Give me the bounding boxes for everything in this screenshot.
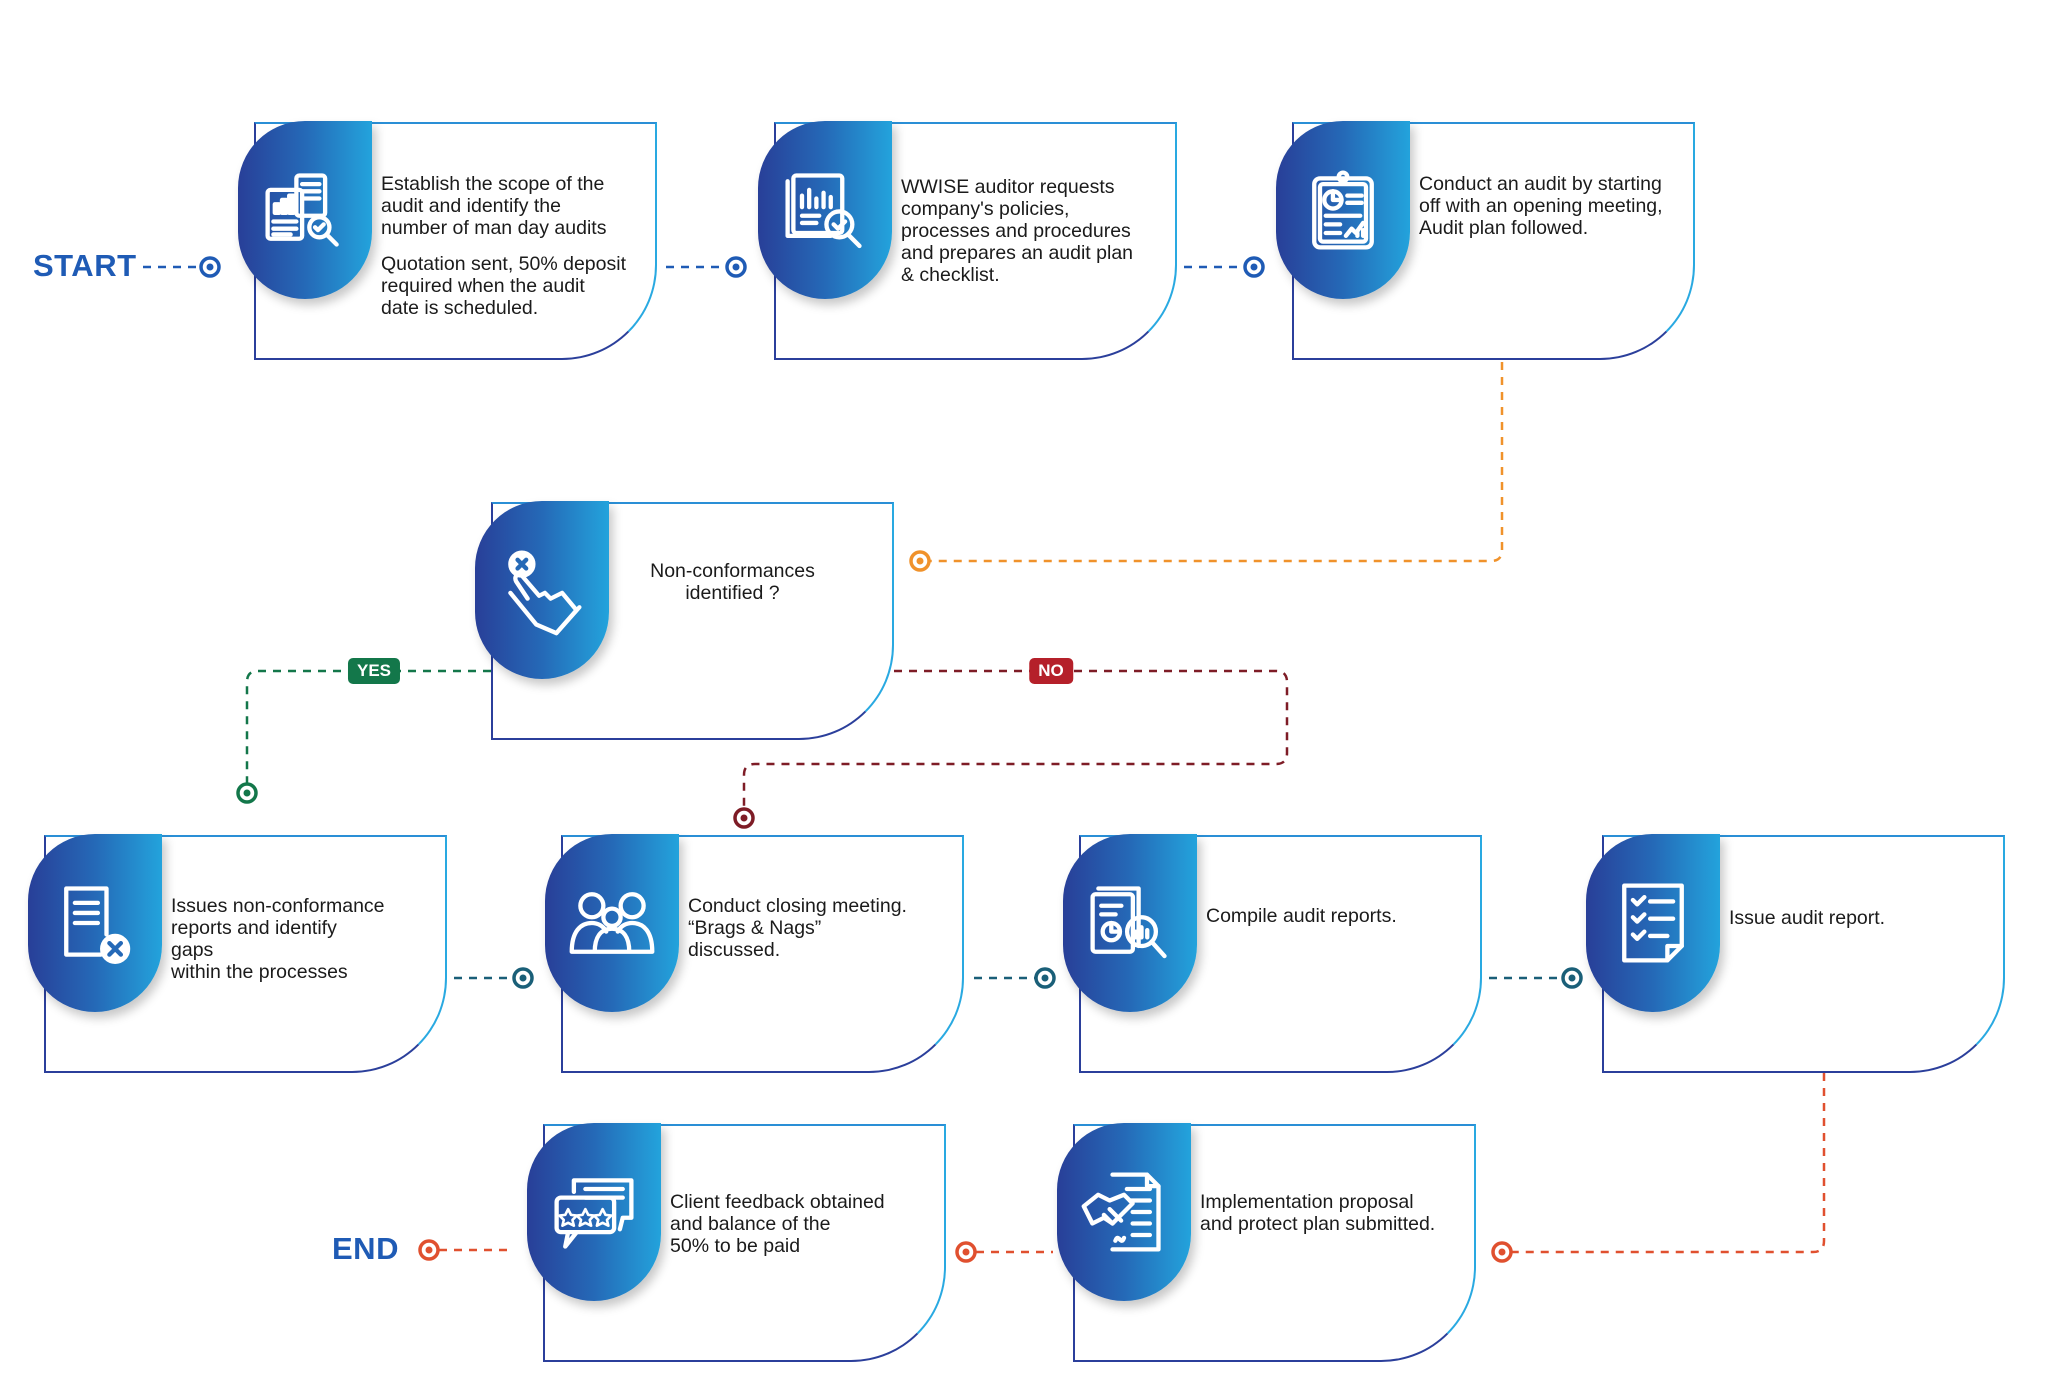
step-text-line: Compile audit reports. — [1206, 905, 1397, 927]
step-text-line: audit and identify the — [381, 195, 561, 217]
step-card-compile: Compile audit reports. — [1063, 834, 1482, 1073]
step-text-line: number of man day audits — [381, 217, 607, 239]
step-text-line: off with an opening meeting, — [1419, 195, 1663, 217]
step-text-line: required when the audit — [381, 275, 585, 297]
yes-connector — [245, 669, 491, 783]
step-text-line: Issue audit report. — [1729, 907, 1886, 929]
step-text-line: WWISE auditor requests — [901, 176, 1115, 198]
step-text-line: Client feedback obtained — [670, 1191, 885, 1213]
step-text-line: discussed. — [688, 939, 781, 961]
hand-cross-icon — [475, 501, 609, 679]
connector-node-icon — [418, 1239, 440, 1261]
step-text-line: Issues non-conformance — [171, 895, 385, 917]
connector-node-icon — [1243, 256, 1265, 278]
step-text: Compile audit reports. — [1206, 905, 1472, 927]
step-text-line: processes and procedures — [901, 220, 1131, 242]
step-text-line: 50% to be paid — [670, 1235, 801, 1257]
end-label: END — [332, 1231, 399, 1266]
connector-node-icon — [725, 256, 747, 278]
step-text-line: Conduct an audit by starting — [1419, 173, 1662, 195]
step-text-line: and prepares an audit plan — [901, 242, 1134, 264]
connector-node-icon — [512, 967, 534, 989]
handshake-contract-icon — [1057, 1123, 1191, 1301]
step-text-line: Establish the scope of the — [381, 173, 605, 195]
step-text: Issue audit report. — [1729, 907, 1995, 929]
connector-node-icon — [909, 550, 931, 572]
step-text-line: Implementation proposal — [1200, 1191, 1414, 1213]
step-text-line: date is scheduled. — [381, 297, 539, 319]
yes-badge: YES — [347, 658, 401, 684]
step-text-line: company's policies, — [901, 198, 1070, 220]
connector-node-icon — [1491, 1241, 1513, 1263]
report-search-icon — [238, 121, 372, 299]
step-text-line: Audit plan followed. — [1419, 217, 1589, 239]
step-text-line: and protect plan submitted. — [1200, 1213, 1436, 1235]
connector-node-icon — [1561, 967, 1583, 989]
connector — [1512, 1073, 1826, 1254]
connector-node-icon — [1034, 967, 1056, 989]
step-text-line: “Brags & Nags” — [688, 917, 822, 939]
rating-chat-icon — [527, 1123, 661, 1301]
step-card-issue: Issue audit report. — [1586, 834, 2005, 1073]
no-connector — [742, 669, 1289, 808]
step-text-line: & checklist. — [901, 264, 1000, 286]
step-text-line: identified ? — [685, 582, 780, 604]
clipboard-chart-icon — [1276, 121, 1410, 299]
step-card-closing: Conduct closing meeting.“Brags & Nags”di… — [545, 834, 964, 1073]
step-text-line: Quotation sent, 50% deposit — [381, 253, 626, 275]
chart-magnifier-icon — [758, 121, 892, 299]
step-text-line: within the processes — [171, 961, 348, 983]
step-text-line: Non-conformances — [650, 560, 815, 582]
start-label: START — [33, 248, 137, 283]
report-analysis-icon — [1063, 834, 1197, 1012]
document-cross-icon — [28, 834, 162, 1012]
step-text-line — [381, 239, 647, 253]
connector-node-icon — [955, 1241, 977, 1263]
connector-node-icon — [199, 256, 221, 278]
step-text-line: Conduct closing meeting. — [688, 895, 907, 917]
step-text: Conduct closing meeting.“Brags & Nags”di… — [688, 895, 954, 961]
checklist-icon — [1586, 834, 1720, 1012]
people-group-icon — [545, 834, 679, 1012]
step-text-line: gaps — [171, 939, 214, 961]
connector-node-icon — [733, 807, 755, 829]
connector-to-decision — [930, 362, 1504, 563]
connector-node-icon — [236, 782, 258, 804]
step-text-line: and balance of the — [670, 1213, 831, 1235]
no-badge: NO — [1029, 658, 1073, 684]
step-text-line: reports and identify — [171, 917, 337, 939]
